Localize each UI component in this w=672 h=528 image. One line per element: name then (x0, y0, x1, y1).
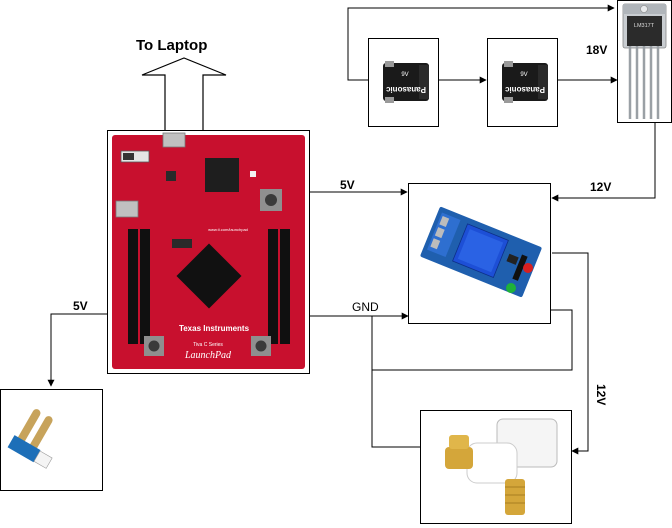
label-relay-5v: 5V (340, 178, 355, 192)
solenoid-valve (420, 410, 572, 524)
wire-board-sensor-5v (51, 314, 107, 386)
label-relay-12v: 12V (590, 180, 611, 194)
battery-1-voltage: 9V (401, 72, 408, 78)
label-sensor-5v: 5V (73, 299, 88, 313)
launchpad-board: www.ti.com/launchpad Texas Instruments T… (107, 130, 310, 374)
battery-2-brand: Panasonic (504, 85, 545, 94)
relay-module (408, 183, 551, 324)
moisture-sensor (0, 389, 103, 491)
label-gnd: GND (352, 300, 379, 314)
label-regulator-18v: 18V (586, 43, 607, 57)
label-valve-12v: 12V (594, 384, 608, 405)
regulator-part-text: LM317T (634, 23, 655, 29)
board-url: www.ti.com/launchpad (208, 227, 248, 232)
battery-1-brand: Panasonic (385, 85, 426, 94)
battery-1: 9V Panasonic (368, 38, 439, 127)
battery-2: 9V Panasonic (487, 38, 558, 127)
board-product: LaunchPad (184, 350, 232, 361)
board-brand: Texas Instruments (179, 324, 250, 333)
board-series: Tiva C Series (193, 342, 223, 348)
to-laptop-arrow (142, 58, 226, 130)
wire-gnd-valve (372, 316, 420, 447)
battery-2-voltage: 9V (520, 72, 527, 78)
label-to-laptop: To Laptop (136, 37, 207, 54)
voltage-regulator: LM317T (617, 0, 672, 123)
